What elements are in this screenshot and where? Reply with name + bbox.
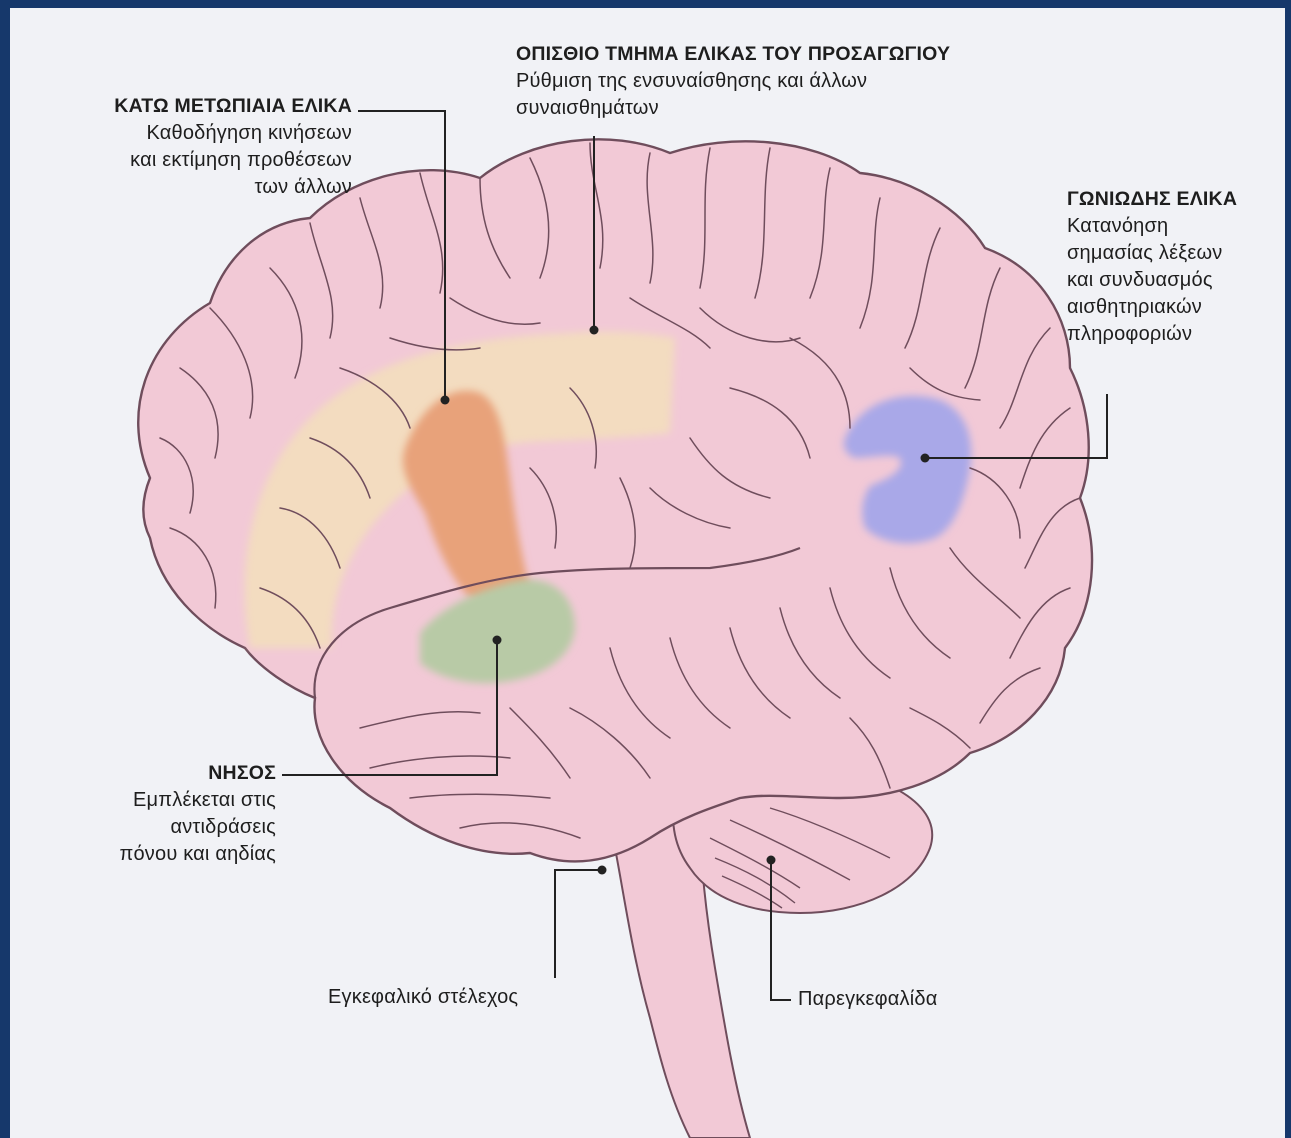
- marker-insula-icon: [493, 636, 502, 645]
- marker-posterior-cingulate-icon: [590, 326, 599, 335]
- label-insula: ΝΗΣΟΣ Εμπλέκεται στις αντιδράσεις πόνου …: [70, 760, 276, 868]
- marker-inferior-frontal-icon: [441, 396, 450, 405]
- inferior-frontal-description: Καθοδήγηση κινήσεων και εκτίμηση προθέσε…: [30, 120, 352, 201]
- insula-heading: ΝΗΣΟΣ: [70, 760, 276, 787]
- insula-description: Εμπλέκεται στις αντιδράσεις πόνου και αη…: [70, 787, 276, 868]
- posterior-cingulate-description: Ρύθμιση της ενσυναίσθησης και άλλων συνα…: [516, 68, 1036, 122]
- brainstem-description: Εγκεφαλικό στέλεχος: [328, 984, 628, 1011]
- diagram-canvas: ΚΑΤΩ ΜΕΤΩΠΙΑΙΑ ΕΛΙΚΑ Καθοδήγηση κινήσεων…: [10, 8, 1285, 1138]
- marker-brainstem-icon: [598, 866, 607, 875]
- cerebellum-description: Παρεγκεφαλίδα: [798, 986, 1038, 1013]
- label-posterior-cingulate: ΟΠΙΣΘΙΟ ΤΜΗΜΑ ΕΛΙΚΑΣ ΤΟΥ ΠΡΟΣΑΓΩΓΙΟΥ Ρύθ…: [516, 41, 1036, 122]
- marker-angular-gyrus-icon: [921, 454, 930, 463]
- label-inferior-frontal: ΚΑΤΩ ΜΕΤΩΠΙΑΙΑ ΕΛΙΚΑ Καθοδήγηση κινήσεων…: [30, 93, 352, 201]
- label-angular-gyrus: ΓΩΝΙΩΔΗΣ ΕΛΙΚΑ Κατανόηση σημασίας λέξεων…: [1067, 186, 1282, 348]
- marker-cerebellum-icon: [767, 856, 776, 865]
- posterior-cingulate-heading: ΟΠΙΣΘΙΟ ΤΜΗΜΑ ΕΛΙΚΑΣ ΤΟΥ ΠΡΟΣΑΓΩΓΙΟΥ: [516, 41, 1036, 68]
- angular-gyrus-heading: ΓΩΝΙΩΔΗΣ ΕΛΙΚΑ: [1067, 186, 1282, 213]
- angular-gyrus-description: Κατανόηση σημασίας λέξεων και συνδυασμός…: [1067, 213, 1282, 348]
- leader-line-brainstem: [555, 870, 602, 978]
- label-cerebellum: Παρεγκεφαλίδα: [798, 986, 1038, 1013]
- label-brainstem: Εγκεφαλικό στέλεχος: [328, 984, 628, 1011]
- inferior-frontal-heading: ΚΑΤΩ ΜΕΤΩΠΙΑΙΑ ΕΛΙΚΑ: [30, 93, 352, 120]
